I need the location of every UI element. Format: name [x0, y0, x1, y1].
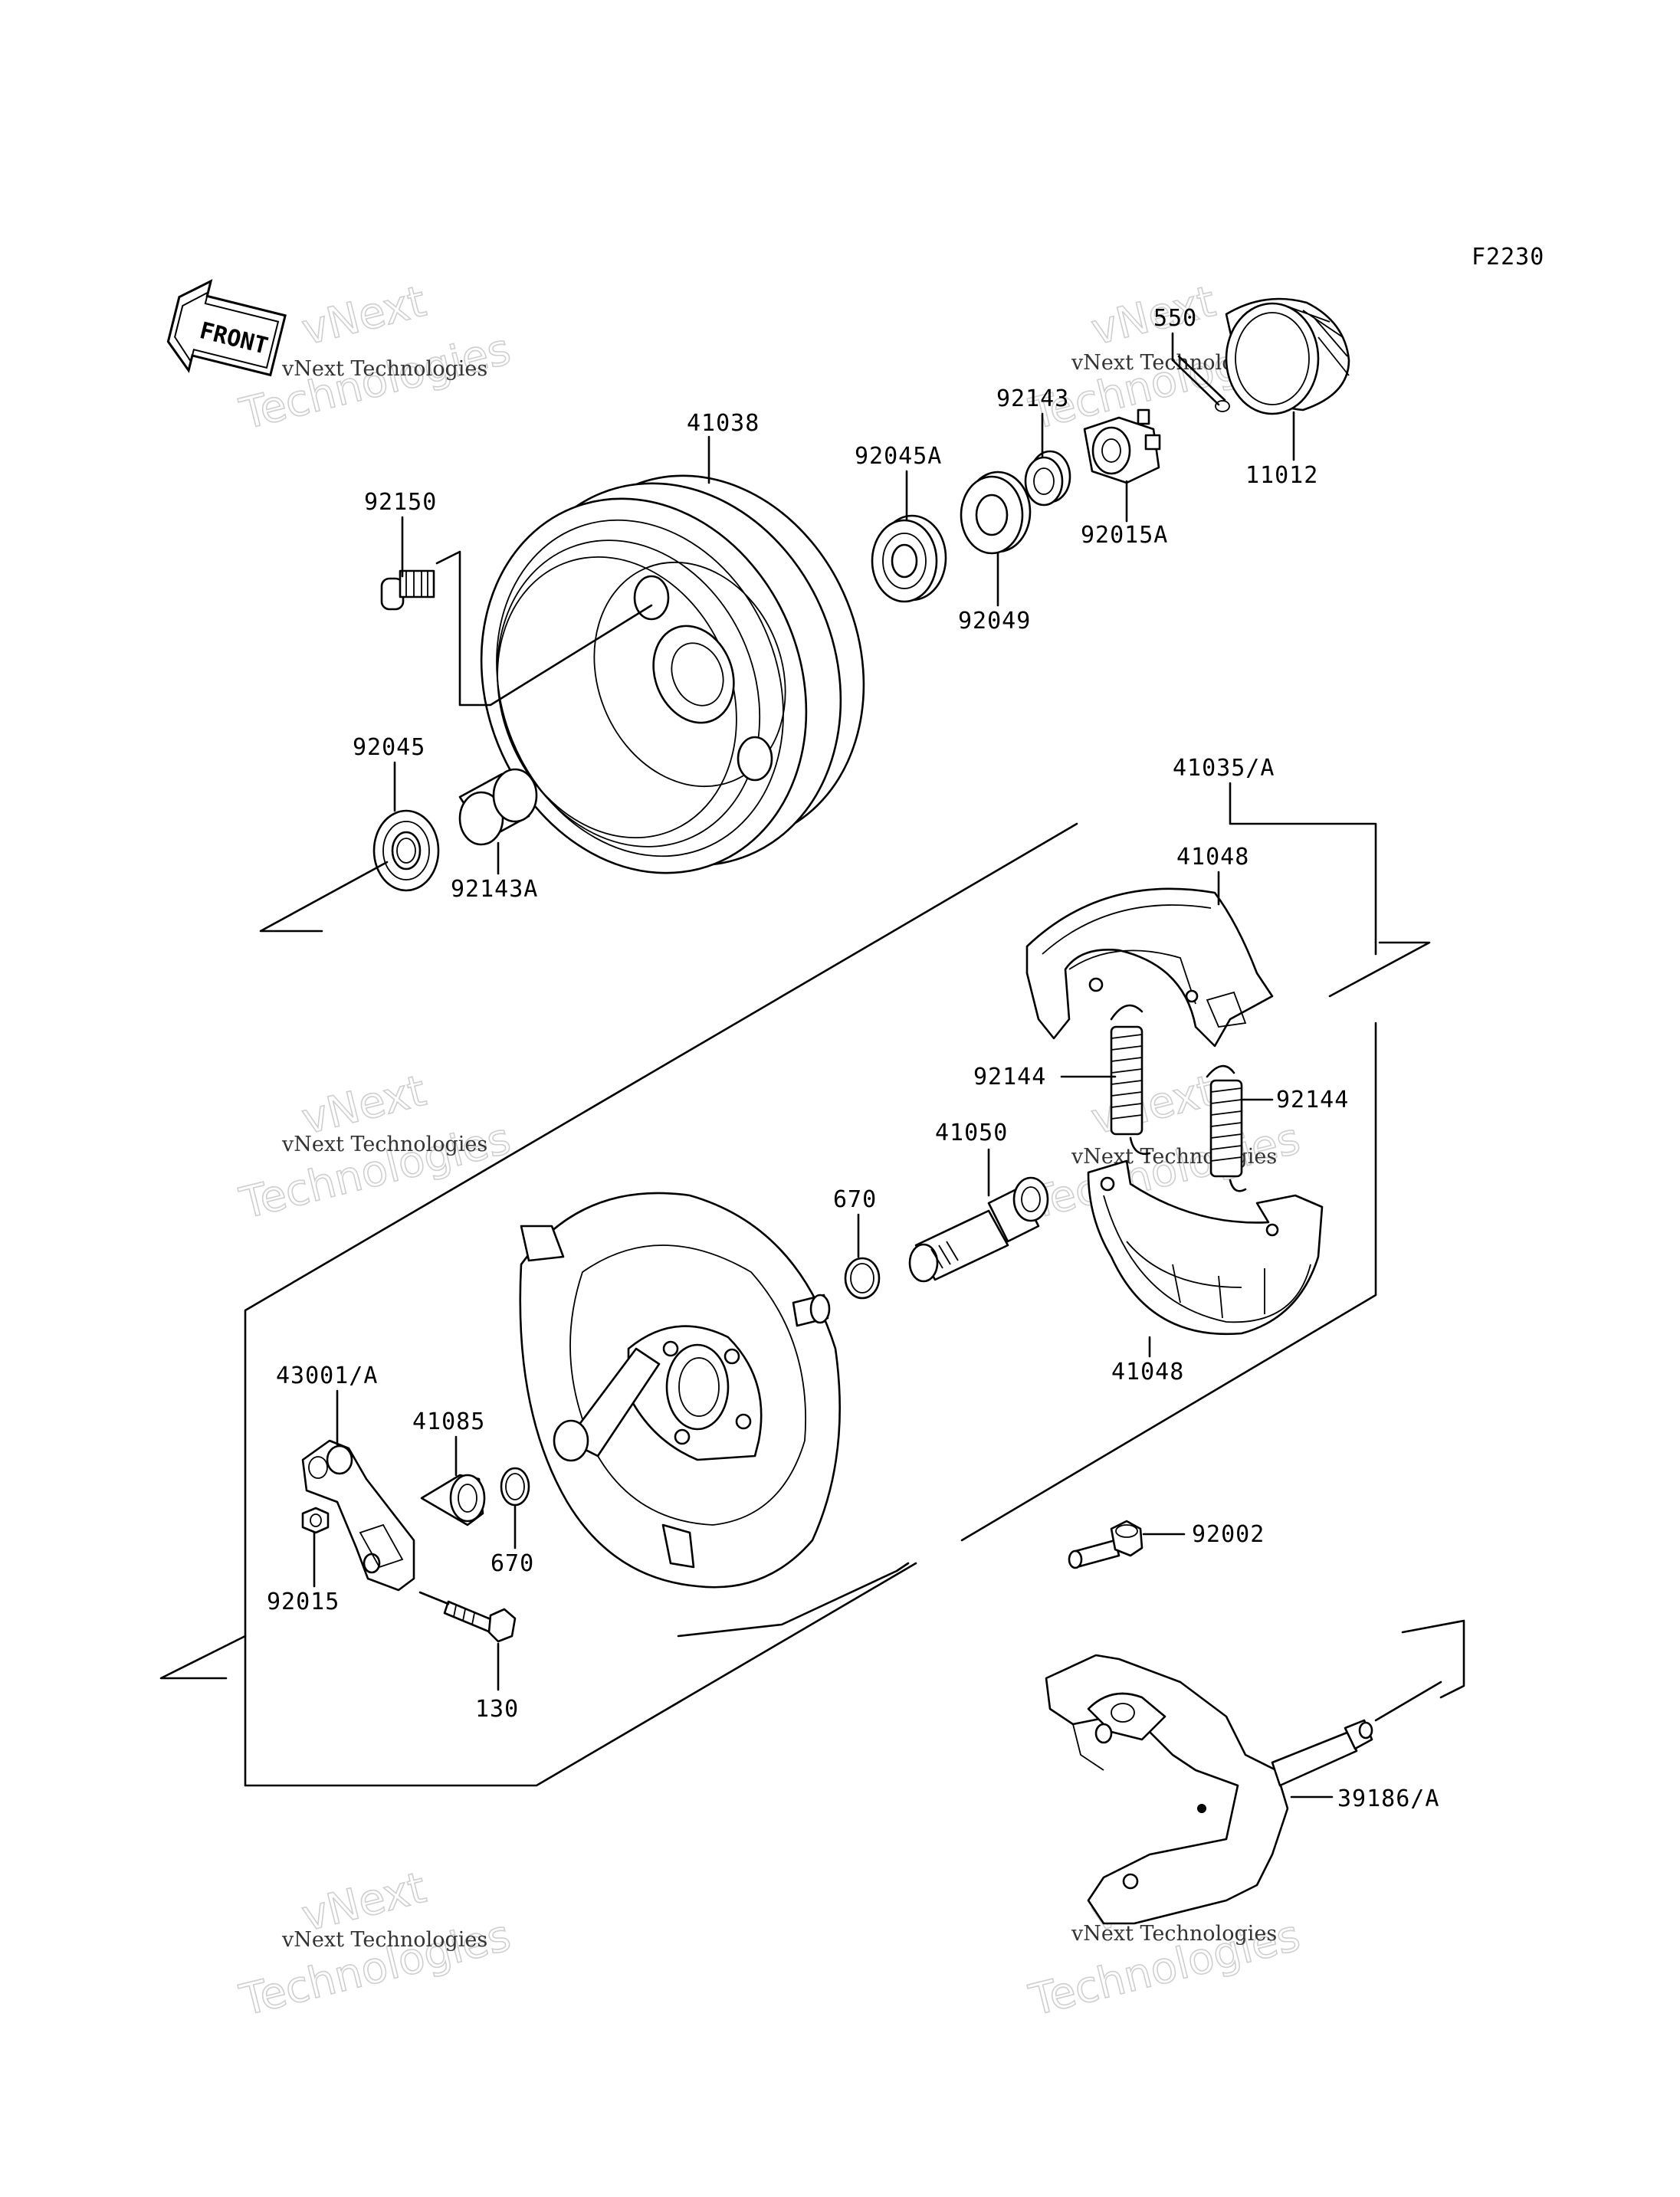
label-92144-left: 92144 — [973, 1064, 1046, 1090]
label-39186A: 39186/A — [1337, 1785, 1439, 1812]
label-92045: 92045 — [353, 734, 425, 761]
knuckle-39186A — [1045, 1654, 1442, 1925]
label-41050: 41050 — [935, 1120, 1008, 1146]
castle-nut-92015A — [1083, 408, 1161, 484]
label-92015: 92015 — [267, 1589, 340, 1615]
bearing-92045A — [871, 514, 947, 603]
indicator-41085 — [420, 1474, 486, 1526]
lever-43001A — [301, 1439, 415, 1592]
svg-text:vNext Technologies: vNext Technologies — [281, 1133, 487, 1156]
bolt-92002 — [1068, 1520, 1144, 1569]
label-41048-top: 41048 — [1176, 844, 1249, 871]
label-670-bottom: 670 — [491, 1550, 534, 1577]
cotter-pin-550 — [1171, 355, 1230, 412]
bearing-92045 — [372, 809, 440, 892]
brake-shoe-41048-bottom — [1087, 1159, 1324, 1336]
label-92150: 92150 — [364, 489, 437, 516]
watermark-bottom-left: vNext Technologies vNext Technologies — [235, 1862, 516, 2026]
label-11012: 11012 — [1245, 462, 1318, 489]
seal-92049 — [960, 471, 1032, 555]
o-ring-670-top — [844, 1257, 881, 1300]
cap-11012 — [1225, 297, 1350, 415]
brake-shoe-41048-top — [1025, 887, 1274, 1048]
brake-drum-41038 — [480, 435, 865, 874]
svg-text:vNext: vNext — [1087, 1066, 1220, 1145]
label-41048-bottom: 41048 — [1111, 1359, 1184, 1385]
bolt-92150 — [380, 569, 435, 611]
label-92143: 92143 — [996, 385, 1069, 412]
spacer-92143A — [458, 768, 538, 846]
svg-text:vNext: vNext — [297, 277, 431, 356]
camshaft-41050 — [908, 1176, 1049, 1283]
svg-text:vNext Technologies: vNext Technologies — [1071, 1922, 1277, 1946]
label-92045A: 92045A — [855, 443, 942, 470]
label-92049: 92049 — [958, 608, 1031, 635]
watermark-mid-left: vNext Technologies vNext Technologies — [235, 1065, 516, 1229]
label-41035A: 41035/A — [1173, 755, 1275, 782]
svg-text:Technologies: Technologies — [235, 1113, 516, 1228]
label-550: 550 — [1153, 305, 1197, 332]
svg-text:vNext Technologies: vNext Technologies — [281, 357, 487, 381]
brake-backing-plate — [519, 1192, 842, 1589]
o-ring-670-bottom — [500, 1467, 530, 1507]
label-43001A: 43001/A — [276, 1362, 378, 1389]
figure-code: F2230 — [1472, 244, 1544, 271]
label-92143A: 92143A — [451, 876, 538, 903]
nut-92015 — [301, 1507, 330, 1534]
spring-92144-right — [1206, 1064, 1247, 1192]
label-92002: 92002 — [1192, 1521, 1265, 1548]
label-130: 130 — [475, 1696, 519, 1723]
label-41085: 41085 — [412, 1408, 485, 1435]
label-41038: 41038 — [687, 410, 760, 437]
watermark-top-left: vNext Technologies vNext Technologies — [235, 276, 516, 440]
spring-92144-left — [1110, 1004, 1151, 1156]
front-direction-arrow-icon: FRONT — [166, 279, 287, 377]
svg-text:vNext Technologies: vNext Technologies — [281, 1928, 487, 1952]
label-92144-right: 92144 — [1276, 1087, 1349, 1113]
label-670-top: 670 — [833, 1186, 877, 1213]
svg-text:vNext Technologies: vNext Technologies — [1071, 1145, 1277, 1169]
label-92015A: 92015A — [1081, 522, 1168, 549]
collar-92143 — [1024, 450, 1071, 507]
bolt-130 — [443, 1600, 517, 1643]
